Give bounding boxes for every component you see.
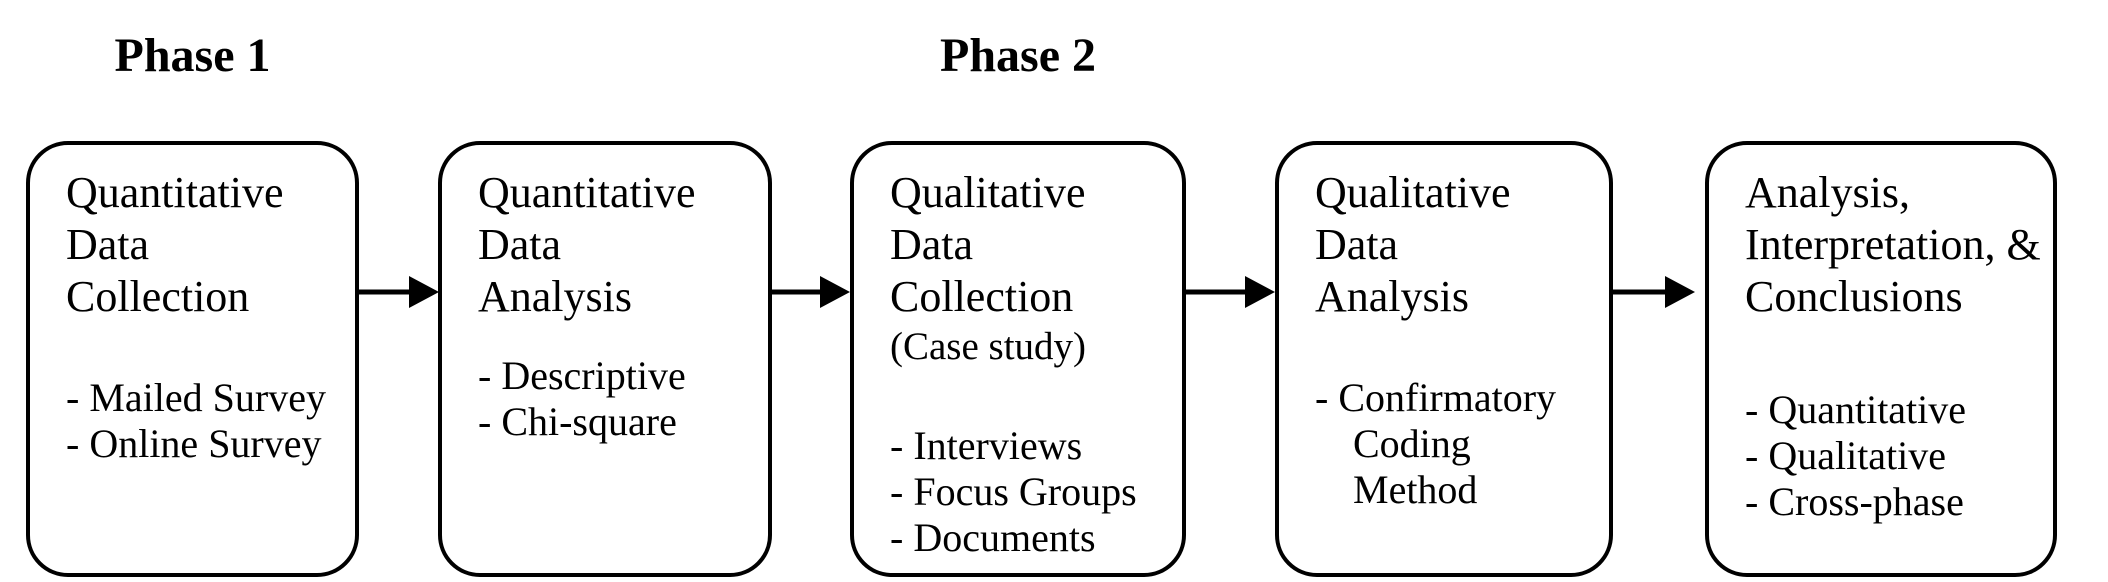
arrow-right-icon — [772, 276, 850, 308]
box-list-item: - Interviews — [890, 423, 1083, 468]
box-heading-line: Qualitative — [1315, 168, 1511, 217]
box-list-item: - Documents — [890, 515, 1096, 560]
box-list-item: - Quantitative — [1745, 387, 1967, 432]
box-heading-line: Qualitative — [890, 168, 1086, 217]
box-heading-line: Quantitative — [66, 168, 284, 217]
box-heading-line: Data — [1315, 220, 1399, 269]
box-list-item: - Chi-square — [478, 399, 677, 444]
box-heading-line: Analysis, — [1745, 168, 1910, 217]
box-list-item: - Qualitative — [1745, 433, 1947, 478]
flow-arrow-2 — [772, 274, 850, 310]
box-subheading: (Case study) — [890, 325, 1087, 368]
box-heading-line: Collection — [890, 272, 1074, 321]
spacer — [66, 323, 341, 375]
box-heading-line: Collection — [66, 272, 250, 321]
box-list-item: - Cross-phase — [1745, 479, 1964, 524]
spacer — [1315, 323, 1595, 375]
box-quantitative-data-analysis: Quantitative Data Analysis - Descriptive… — [438, 141, 772, 577]
box-heading-line: Data — [478, 220, 562, 269]
arrow-right-icon — [359, 276, 439, 308]
box-heading-line: Quantitative — [478, 168, 696, 217]
box-heading-line: Analysis — [1315, 272, 1469, 321]
box-qualitative-data-analysis: Qualitative Data Analysis - Confirmatory… — [1275, 141, 1613, 577]
box-list-item: - Focus Groups — [890, 469, 1137, 514]
phase-1-label: Phase 1 — [114, 29, 271, 82]
phase-2-label: Phase 2 — [940, 29, 1096, 82]
spacer — [478, 323, 754, 353]
arrow-right-icon — [1613, 276, 1695, 308]
flow-arrow-4 — [1613, 274, 1695, 310]
box-heading-line: Data — [66, 220, 150, 269]
box-list-item-continuation: Coding — [1353, 421, 1471, 466]
spacer — [890, 371, 1168, 423]
arrow-right-icon — [1185, 276, 1275, 308]
box-list-item: - Descriptive — [478, 353, 686, 398]
box-list-item: - Confirmatory — [1315, 375, 1557, 420]
box-analysis-interpretation-conclusions: Analysis, Interpretation, & Conclusions … — [1705, 141, 2057, 577]
flow-arrow-3 — [1185, 274, 1275, 310]
box-heading-line: Conclusions — [1745, 272, 1963, 321]
box-heading-line: Analysis — [478, 272, 632, 321]
box-list-item-continuation: Method — [1353, 467, 1478, 512]
box-heading-line: Interpretation, & — [1745, 220, 2041, 269]
flow-arrow-1 — [359, 274, 439, 310]
box-qualitative-data-collection: Qualitative Data Collection (Case study)… — [850, 141, 1186, 577]
box-list-item: - Mailed Survey — [66, 375, 326, 420]
box-heading-line: Data — [890, 220, 974, 269]
spacer — [1745, 323, 2039, 387]
box-list-item: - Online Survey — [66, 421, 322, 466]
box-quantitative-data-collection: Quantitative Data Collection - Mailed Su… — [26, 141, 359, 577]
